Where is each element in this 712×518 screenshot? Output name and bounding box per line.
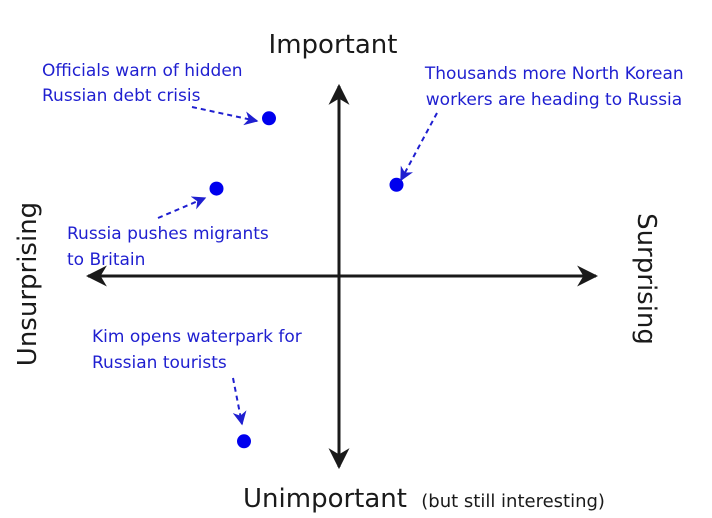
point-migrants-britain — [209, 181, 224, 196]
annotation-migrants-britain-line-2: to Britain — [67, 250, 145, 270]
annotation-debt-crisis-line-1: Officials warn of hidden — [42, 61, 243, 81]
annotation-north-korean-workers: Thousands more North Korean workers are … — [424, 64, 689, 110]
annotation-migrants-britain-line-1: Russia pushes migrants — [67, 224, 269, 244]
axis-label-bottom-note: (but still interesting) — [421, 491, 605, 512]
point-debt-crisis — [262, 111, 276, 126]
annotation-debt-crisis-line-2: Russian debt crisis — [42, 86, 201, 106]
axis-label-bottom-main: Unimportant — [243, 484, 407, 514]
axis-label-left: Unsurprising — [13, 202, 43, 366]
annotation-north-korean-workers-line-2: workers are heading to Russia — [426, 90, 682, 110]
annotation-waterpark: Kim opens waterpark for Russian tourists — [92, 327, 307, 373]
annotation-north-korean-workers-line-1: Thousands more North Korean — [424, 64, 684, 84]
annotation-waterpark-line-1: Kim opens waterpark for — [92, 327, 302, 347]
point-waterpark — [237, 434, 251, 449]
axis-label-bottom: Unimportant (but still interesting) — [243, 484, 605, 514]
annotation-migrants-britain: Russia pushes migrants to Britain — [67, 224, 274, 270]
point-north-korean-workers — [389, 177, 404, 192]
axis-label-right: Surprising — [631, 213, 661, 345]
leader-line-north-korean-workers — [400, 112, 438, 182]
leader-line-debt-crisis — [191, 106, 259, 126]
leader-line-migrants-britain — [157, 196, 207, 219]
leader-line-waterpark — [232, 377, 247, 426]
axis-label-top: Important — [269, 30, 398, 60]
annotation-waterpark-line-2: Russian tourists — [92, 353, 227, 373]
annotation-debt-crisis: Officials warn of hidden Russian debt cr… — [42, 61, 248, 106]
